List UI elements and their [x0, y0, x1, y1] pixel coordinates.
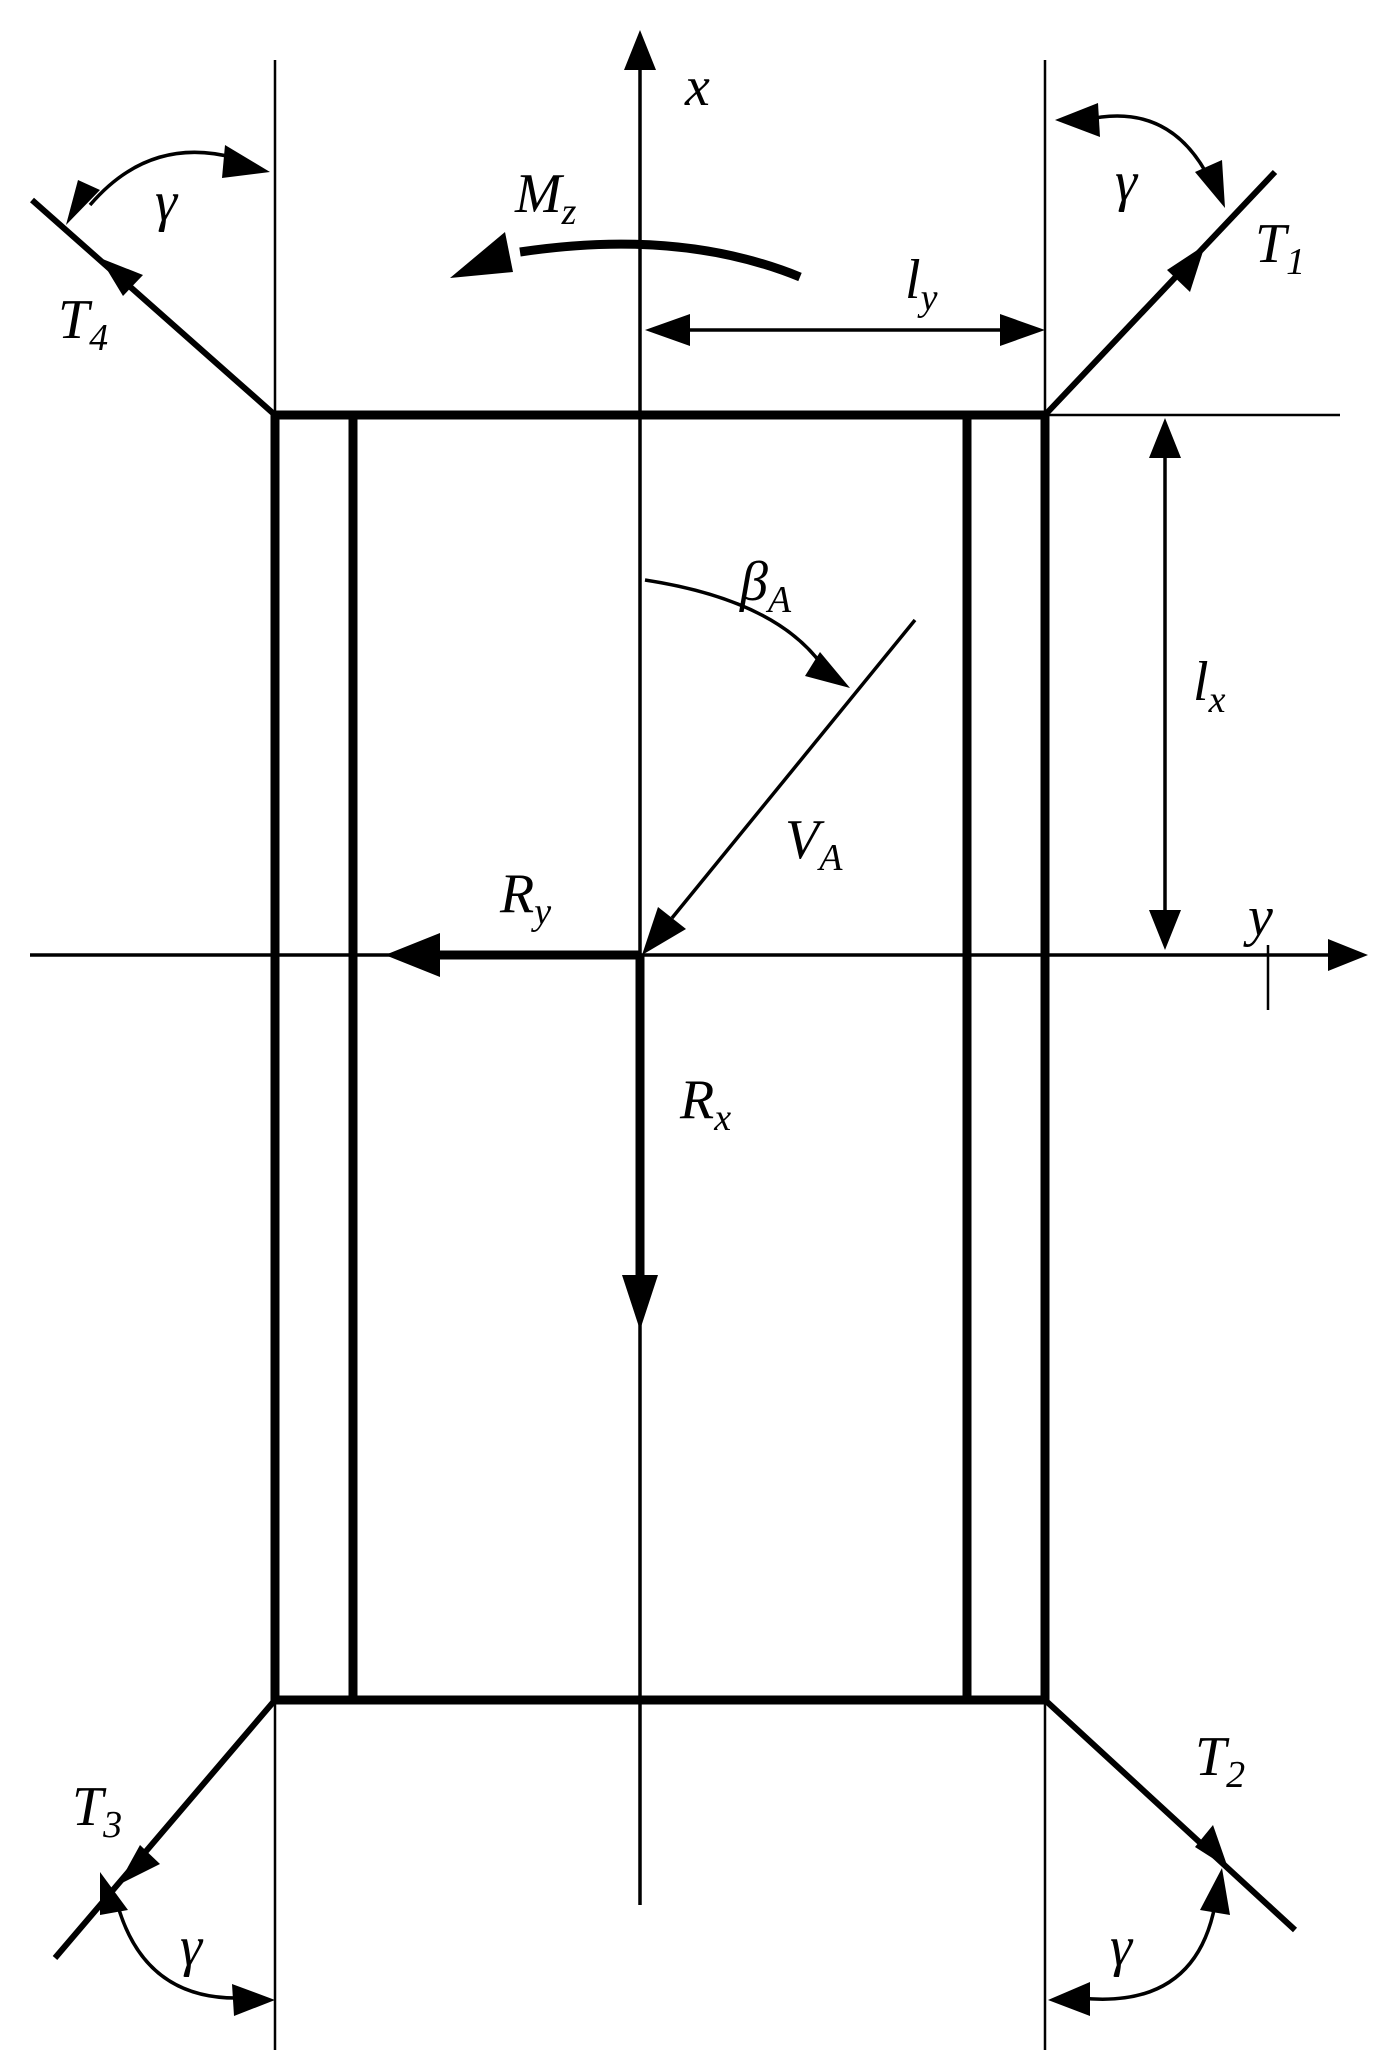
t1-line [1042, 169, 1278, 418]
gamma-arc-top-right [1055, 103, 1225, 208]
reference-lines [273, 60, 1340, 2050]
rx-force-arrow [622, 955, 658, 1330]
velocity-arrowhead [642, 907, 686, 955]
gamma-arc-br-head-b [1200, 1868, 1230, 1915]
beta-arc [644, 578, 824, 667]
outer-rectangle [270, 410, 1050, 1705]
t3-arrowhead [118, 1845, 160, 1885]
t3-thrust-arrow [52, 1698, 278, 1960]
gamma-arc-tr-head-b [1195, 160, 1225, 208]
t2-arrowhead [1195, 1825, 1228, 1868]
gamma-label-top-left: γ [155, 171, 179, 233]
lx-dimension [1149, 418, 1181, 950]
rx-arrowhead [622, 1275, 658, 1330]
beta-label: βA [739, 551, 792, 621]
t4-arrowhead [100, 258, 143, 296]
ry-label: Ry [499, 863, 551, 933]
gamma-label-top-right: γ [1115, 151, 1139, 213]
t1-arrowhead [1167, 245, 1205, 292]
body-frame [270, 410, 1050, 1705]
velocity-arrow [642, 618, 917, 955]
t2-label: T2 [1195, 1726, 1245, 1796]
t3-label: T3 [72, 1776, 122, 1846]
ry-force-arrow [385, 933, 640, 977]
t1-label: T1 [1255, 213, 1305, 283]
moment-arrow [450, 232, 802, 282]
gamma-arc-tr-head-a [1055, 103, 1100, 137]
gamma-arc-tr-curve [1084, 114, 1212, 181]
gamma-arc-bl-curve [113, 1894, 241, 2000]
t3-line [52, 1698, 278, 1960]
lx-label: lx [1193, 651, 1226, 721]
y-axis-label: y [1243, 886, 1273, 948]
gamma-arc-bottom-left [100, 1872, 275, 2016]
gamma-arc-bottom-right [1048, 1868, 1230, 2016]
gamma-arc-top-left [66, 145, 270, 225]
moment-arrowhead [450, 232, 513, 278]
ry-arrowhead [385, 933, 440, 977]
velocity-label: VA [785, 809, 843, 879]
lx-arrowhead-bottom [1149, 910, 1181, 950]
moment-arc [519, 239, 802, 282]
ly-label: ly [905, 249, 938, 319]
moment-label: Mz [514, 163, 577, 233]
t2-line [1042, 1697, 1298, 1933]
gamma-label-bottom-left: γ [180, 1916, 204, 1978]
beta-arrowhead [805, 652, 850, 688]
gamma-arc-tl-head-a [222, 145, 270, 178]
lx-arrowhead-top [1149, 418, 1181, 458]
x-axis-arrowhead [624, 30, 656, 70]
gamma-arc-bl-head-a [100, 1872, 128, 1915]
t2-thrust-arrow [1042, 1697, 1298, 1933]
gamma-arc-tl-head-b [66, 180, 100, 225]
t4-thrust-arrow [30, 197, 277, 418]
ly-dimension [645, 314, 1045, 346]
gamma-arc-tl-curve [88, 150, 236, 207]
ly-arrowhead-left [645, 314, 690, 346]
ly-arrowhead-right [1000, 314, 1045, 346]
y-axis-arrowhead [1328, 939, 1368, 971]
velocity-line [670, 618, 917, 920]
y-axis [30, 939, 1368, 971]
t4-label: T4 [58, 289, 108, 359]
beta-angle-arc [644, 578, 850, 688]
gamma-label-bottom-right: γ [1110, 1916, 1134, 1978]
gamma-arc-br-head-a [1048, 1982, 1090, 2016]
t1-thrust-arrow [1042, 169, 1278, 418]
gamma-arc-br-curve [1079, 1904, 1217, 2001]
rx-label: Rx [679, 1069, 731, 1139]
t4-line [30, 197, 277, 418]
x-axis-label: x [684, 56, 710, 118]
gamma-arc-bl-head-b [232, 1984, 275, 2016]
